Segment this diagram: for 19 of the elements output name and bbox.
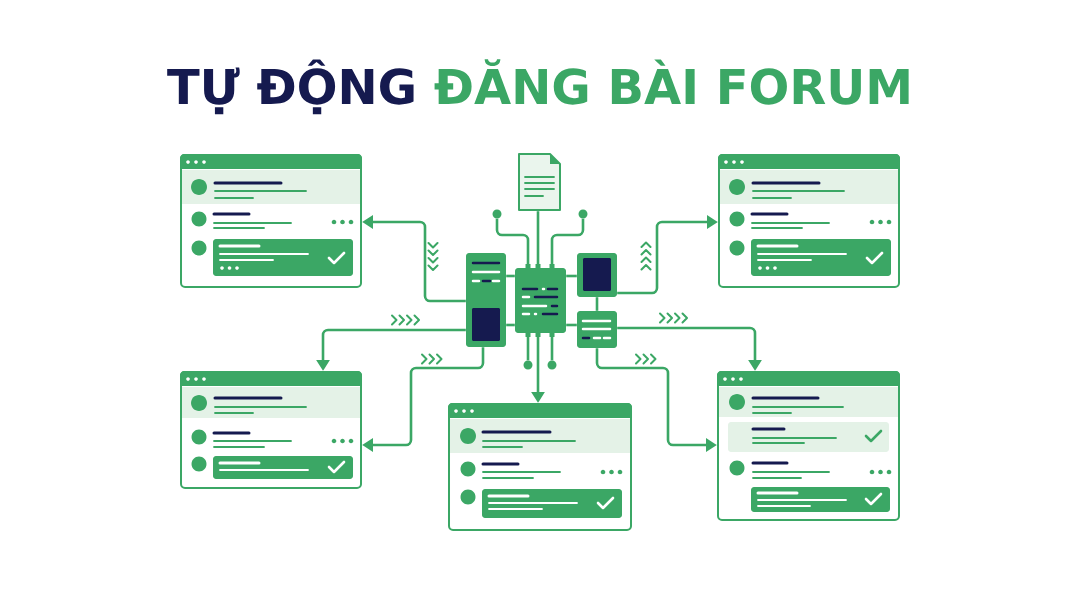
connector-line bbox=[526, 333, 530, 361]
connector-line bbox=[536, 211, 540, 268]
chip bbox=[515, 264, 566, 337]
module-box bbox=[466, 253, 506, 347]
document-icon bbox=[518, 153, 561, 211]
connector-line bbox=[550, 333, 554, 361]
title: TỰ ĐỘNG ĐĂNG BÀI FORUM bbox=[167, 59, 909, 115]
connector-line bbox=[566, 274, 577, 278]
module-box bbox=[577, 311, 617, 348]
forum-window bbox=[718, 154, 900, 288]
forum-window bbox=[180, 154, 362, 288]
forum-window bbox=[180, 371, 362, 489]
forum-window bbox=[448, 403, 632, 531]
connector-line bbox=[506, 323, 515, 327]
module-box bbox=[577, 253, 617, 297]
connector-line bbox=[566, 323, 577, 327]
connector-line bbox=[595, 297, 599, 311]
forum-window bbox=[717, 371, 900, 521]
connector-line bbox=[506, 274, 515, 278]
